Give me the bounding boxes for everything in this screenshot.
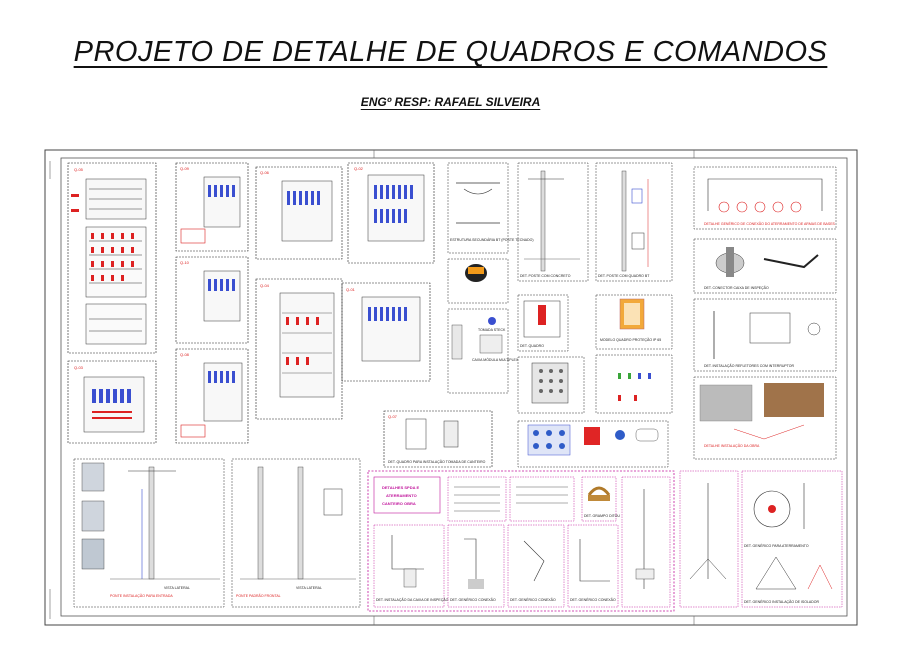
caption-estrutura: ESTRUTURA SECUNDÁRIA BT (POSTE TECNADO) (450, 238, 534, 242)
engineer-subtitle: ENGº RESP: RAFAEL SILVEIRA (360, 95, 541, 109)
detail-tomada-caixa: TOMADA STECK CAIXA MÓDULA MULTIPLEX (447, 258, 519, 394)
panel-q10-label: Q-10 (180, 260, 190, 265)
caption-spda-a: DET. INSTALAÇÃO DA CAIXA DE INSPEÇÃO (376, 597, 449, 602)
drawing-sheet: Q-05 Q-03 Q- (44, 149, 858, 626)
caption-vista1: VISTA LATERAL (164, 586, 190, 590)
panel-q01: Q-01 (341, 282, 431, 382)
detail-quadro-generico: DET. QUADRO (517, 294, 585, 414)
spda-title-line2: ATERRAMENTO (386, 493, 417, 498)
panel-q06: Q-06 (255, 166, 343, 260)
detail-obra: DETALHE INSTALAÇÃO DA OBRA (693, 376, 837, 460)
grampo-icon: DET. GRAMPO DITOU (581, 476, 620, 522)
caption-quadro-q07: DET. QUADRO PARA INSTALAÇÃO TOMADA DE CA… (388, 459, 486, 464)
caption-poste2: DET. POSTE COM QUADRO BT (598, 274, 650, 278)
panel-q02-label: Q-02 (354, 166, 364, 171)
panel-q07-label: Q-07 (388, 414, 398, 419)
caption-spda-f: DET. GENÉRICO INSTALAÇÃO DE ISOLADOR (744, 599, 819, 604)
detail-refletor: DET. INSTALAÇÃO REFLETORES COM INTERRUPT… (693, 298, 837, 372)
detail-isolador (679, 470, 739, 608)
panel-q04-label: Q-04 (260, 283, 270, 288)
frame-ticks (49, 150, 695, 625)
panel-q07: Q-07 DET. QUADRO PARA INSTALAÇÃO TOMADA … (383, 410, 493, 468)
drawing-svg: Q-05 Q-03 Q- (44, 149, 858, 626)
panel-q06-label: Q-06 (260, 170, 270, 175)
panel-q05: Q-05 (67, 162, 157, 354)
detail-modelo-quadro: MODELO QUADRO PROTEÇÃO IP 65 (595, 294, 673, 414)
caption-grampo: DET. GRAMPO DITOU (584, 514, 620, 518)
panel-q04: Q-04 (255, 278, 343, 420)
caption-aterramento: DETALHE GENÉRICO DE CONEXÃO DO ATERRAMEN… (704, 221, 836, 226)
detail-poste-concreto: DET. POSTE COM CONCRETO (517, 162, 589, 282)
panel-q08-label: Q-08 (180, 352, 190, 357)
page-title: PROJETO DE DETALHE DE QUADROS E COMANDOS (73, 36, 828, 68)
panel-q01-label: Q-01 (346, 287, 356, 292)
caption-vista2: VISTA LATERAL (296, 586, 322, 590)
drawing-frame (60, 157, 848, 617)
caption-refletor: DET. INSTALAÇÃO REFLETORES COM INTERRUPT… (704, 363, 795, 368)
panel-q09: Q-09 (175, 162, 249, 252)
panel-q08: Q-08 (175, 348, 249, 444)
spda-section: DETALHES SPDA E ATERRAMENTO CANTEIRO OBR… (367, 470, 675, 612)
caption-pontas2: PONTE PADRÃO FRONTAL (236, 593, 281, 598)
caption-spda-c: DET. GENÉRICO CONEXÃO (510, 597, 556, 602)
panel-q09-label: Q-09 (180, 166, 190, 171)
caption-spda-d: DET. GENÉRICO CONEXÃO (570, 597, 616, 602)
caption-tomada: TOMADA STECK (478, 328, 506, 332)
caption-spda-e: DET. GENÉRICO PARA ATERRAMENTO (744, 543, 809, 548)
detail-tomadas-industriais (517, 420, 669, 468)
caption-detalhe-obra: DETALHE INSTALAÇÃO DA OBRA (704, 443, 760, 448)
caption-spda-b: DET. GENÉRICO CONEXÃO (450, 597, 496, 602)
detail-aterramento-spda: DET. GENÉRICO PARA ATERRAMENTO DET. GENÉ… (741, 470, 843, 608)
caption-quadro-gen: DET. QUADRO (520, 344, 544, 348)
caption-conector: DET. CONECTOR CAIXA DE INSPEÇÃO (704, 285, 769, 290)
spda-title-line1: DETALHES SPDA E (382, 485, 419, 490)
panel-q03: Q-03 (67, 360, 157, 444)
detail-poste-quadro: DET. POSTE COM QUADRO BT (595, 162, 673, 282)
panel-q10: Q-10 (175, 256, 249, 344)
caption-caixa: CAIXA MÓDULA MULTIPLEX (472, 357, 519, 362)
detail-conector: DET. CONECTOR CAIXA DE INSPEÇÃO (693, 238, 837, 294)
panel-q02: Q-02 (347, 162, 435, 264)
caption-pontas1: PONTE INSTALAÇÃO PARA ENTRADA (110, 593, 173, 598)
caption-poste1: DET. POSTE COM CONCRETO (520, 274, 571, 278)
detail-estrutura: ESTRUTURA SECUNDÁRIA BT (POSTE TECNADO) (447, 162, 534, 254)
detail-aterramento: DETALHE GENÉRICO DE CONEXÃO DO ATERRAMEN… (693, 166, 837, 230)
detail-poste-entrada: VISTA LATERAL PONTE INSTALAÇÃO PARA ENTR… (73, 458, 225, 608)
spda-title-line3: CANTEIRO OBRA (382, 501, 416, 506)
panel-q05-label: Q-05 (74, 167, 84, 172)
panel-q03-label: Q-03 (74, 365, 84, 370)
detail-poste-frontal: VISTA LATERAL PONTE PADRÃO FRONTAL (231, 458, 361, 608)
caption-modelo: MODELO QUADRO PROTEÇÃO IP 65 (600, 337, 661, 342)
